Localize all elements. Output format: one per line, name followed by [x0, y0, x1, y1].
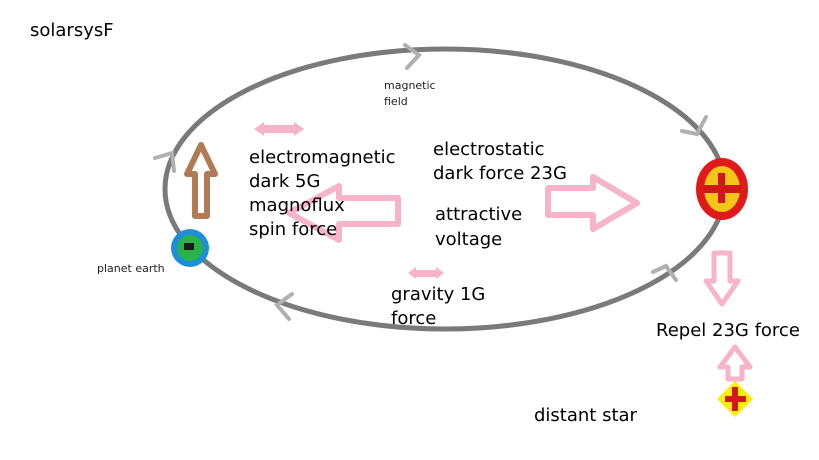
repel-up-arrow: [717, 344, 753, 382]
orbit-arrows: [153, 43, 708, 321]
orbit-arrow-left: [153, 150, 176, 173]
orbit-arrow-right-top: [680, 115, 708, 137]
small-double-arrow-lower: [408, 267, 444, 279]
sun-positive-charge: [696, 158, 748, 220]
orbit-arrow-bottom: [274, 292, 294, 321]
repel-down-arrow: [703, 250, 741, 307]
electrostatic-force-arrow: [545, 174, 640, 232]
electrostatic-label: electrostatic dark force 23G: [433, 139, 567, 184]
repel-force-label: Repel 23G force: [656, 320, 800, 341]
planet-earth: [171, 229, 209, 267]
orbit-arrow-right-bottom: [651, 263, 678, 282]
brown-up-arrow: [184, 142, 218, 219]
magnetic-field-label: magnetic field: [384, 79, 436, 108]
electromagnetic-label: electromagnetic dark 5G magnoflux spin f…: [249, 147, 396, 240]
small-double-arrow-upper: [254, 122, 304, 136]
orbit-arrow-top: [403, 43, 423, 70]
distant-star-label: distant star: [534, 405, 637, 426]
gravity-label: gravity 1G force: [391, 284, 486, 330]
diagram-title: solarsysF: [30, 20, 114, 41]
attractive-voltage-label: attractive voltage: [435, 204, 523, 251]
planet-earth-label: planet earth: [97, 262, 165, 275]
electromagnetic-force-arrow: [286, 183, 401, 243]
distant-star: [717, 381, 753, 417]
